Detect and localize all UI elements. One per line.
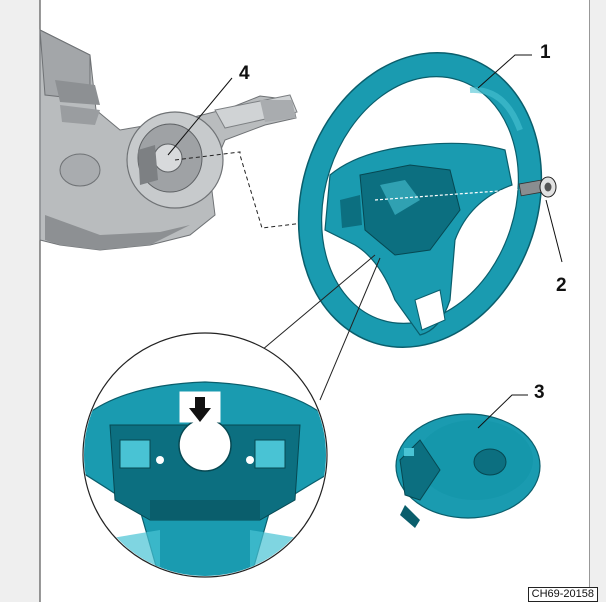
callout-1: 1: [540, 42, 551, 63]
alignment-dashed-line: [174, 151, 313, 229]
callout-2: 2: [556, 275, 567, 296]
leader-line-4: [167, 77, 233, 156]
leader-line-1: [477, 54, 532, 89]
figure-id-label: CH69-20158: [527, 587, 598, 602]
right-margin: [590, 0, 606, 602]
left-margin: [0, 0, 40, 602]
airbag-unit: [395, 413, 541, 528]
steering-wheel: [297, 52, 543, 348]
bolt-part: [374, 176, 557, 201]
callout-3: 3: [534, 382, 545, 403]
leader-line-3: [477, 394, 528, 429]
down-arrow-icon: [189, 397, 211, 422]
callout-4: 4: [239, 63, 250, 84]
steering-column-housing: [39, 29, 298, 251]
leader-line-2: [545, 199, 563, 263]
